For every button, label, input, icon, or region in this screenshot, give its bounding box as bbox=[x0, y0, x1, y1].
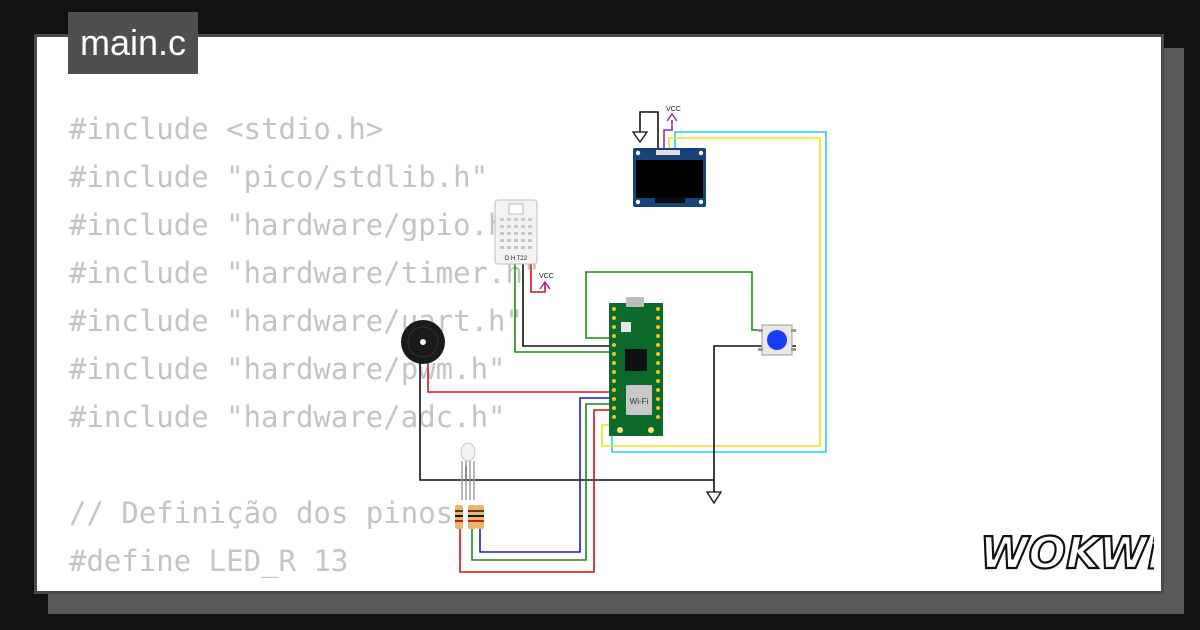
dht22-sensor: D H T22 bbox=[494, 199, 538, 265]
wire-green-led bbox=[471, 403, 610, 561]
ground-symbol-oled bbox=[631, 131, 649, 144]
wire-black-ground bbox=[419, 360, 714, 481]
wire-red-dht bbox=[530, 262, 546, 293]
vcc-label-dht: VCC bbox=[539, 273, 554, 280]
wire-purple-oled bbox=[663, 120, 673, 152]
code-line: #include <stdio.h> bbox=[69, 112, 384, 146]
code-line: #define LED_R 13 bbox=[69, 544, 349, 578]
wire-blue-led bbox=[479, 397, 610, 553]
wire-black-button bbox=[713, 345, 796, 492]
code-line: #include "hardware/gpio.h" bbox=[69, 208, 523, 242]
wire-green-dht bbox=[514, 262, 610, 353]
wire-yellow bbox=[601, 137, 821, 447]
code-line: #include "pico/stdlib.h" bbox=[69, 160, 489, 194]
code-line: #include "hardware/timer.h" bbox=[69, 256, 541, 290]
code-line: #include "hardware/adc.h" bbox=[69, 400, 506, 434]
code-line: #include "hardware/pwm.h" bbox=[69, 352, 506, 386]
wire-black-oled bbox=[639, 111, 659, 152]
buzzer bbox=[401, 320, 445, 364]
pico-w-board: Wi-Fi bbox=[609, 297, 663, 436]
project-card: #include <stdio.h> #include "pico/stdlib.… bbox=[34, 34, 1164, 594]
wire-black-dht bbox=[522, 262, 610, 347]
wokwi-logo-text: WOKWi bbox=[980, 528, 1154, 579]
wire-green-button bbox=[585, 271, 762, 339]
rgb-led bbox=[460, 442, 476, 500]
wifi-label: Wi-Fi bbox=[630, 397, 649, 406]
wire-red-buzzer bbox=[427, 360, 610, 393]
wokwi-logo: WOKWi bbox=[979, 527, 1154, 580]
wire-red-led bbox=[459, 409, 610, 573]
dht-label: D H T22 bbox=[505, 256, 528, 262]
vcc-label-oled: VCC bbox=[666, 106, 681, 113]
ground-symbol-main bbox=[705, 491, 723, 505]
vcc-symbol-dht: VCC bbox=[539, 273, 554, 290]
vcc-symbol-oled: VCC bbox=[666, 106, 681, 122]
file-tab[interactable]: main.c bbox=[68, 12, 199, 74]
code-line: #include "hardware/uart.h" bbox=[69, 304, 523, 338]
push-button bbox=[758, 324, 796, 356]
code-background: #include <stdio.h> #include "pico/stdlib.… bbox=[69, 105, 541, 591]
oled-display bbox=[633, 148, 706, 207]
resistors bbox=[455, 505, 484, 529]
code-line: // Definição dos pinos bbox=[69, 496, 454, 530]
